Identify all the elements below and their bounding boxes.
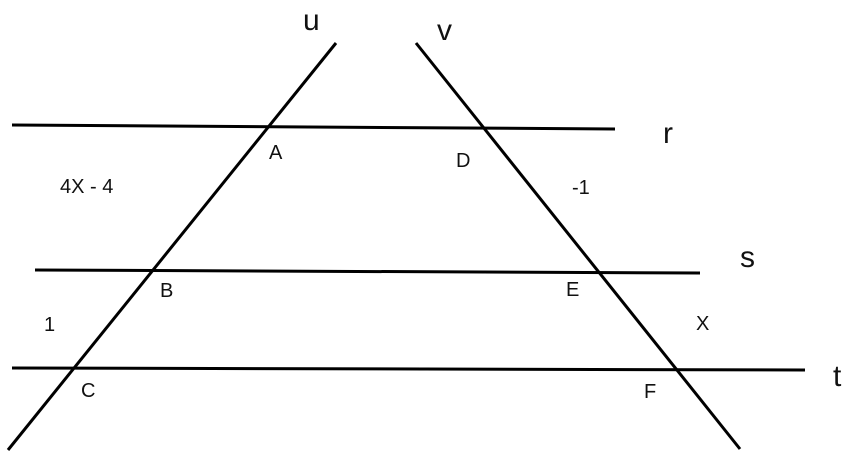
- line-r: [11, 123, 616, 131]
- line-label-t: t: [833, 360, 842, 393]
- point-label-d: D: [456, 150, 470, 172]
- line-label-v: v: [437, 14, 452, 47]
- line-v: [414, 42, 742, 450]
- segment-label-de: -1: [572, 177, 590, 199]
- point-label-c: C: [81, 380, 95, 402]
- line-s: [34, 268, 701, 275]
- segment-label-ef: X: [696, 313, 709, 335]
- line-label-r: r: [663, 117, 673, 150]
- point-label-b: B: [160, 280, 173, 302]
- point-label-e: E: [566, 279, 579, 301]
- line-label-u: u: [303, 4, 320, 37]
- line-u: [6, 42, 338, 451]
- segment-label-bc: 1: [44, 314, 55, 336]
- line-label-s: s: [740, 241, 755, 274]
- line-t: [11, 366, 806, 372]
- segment-label-ab: 4X - 4: [60, 176, 113, 198]
- point-label-f: F: [644, 381, 656, 403]
- point-label-a: A: [269, 142, 283, 164]
